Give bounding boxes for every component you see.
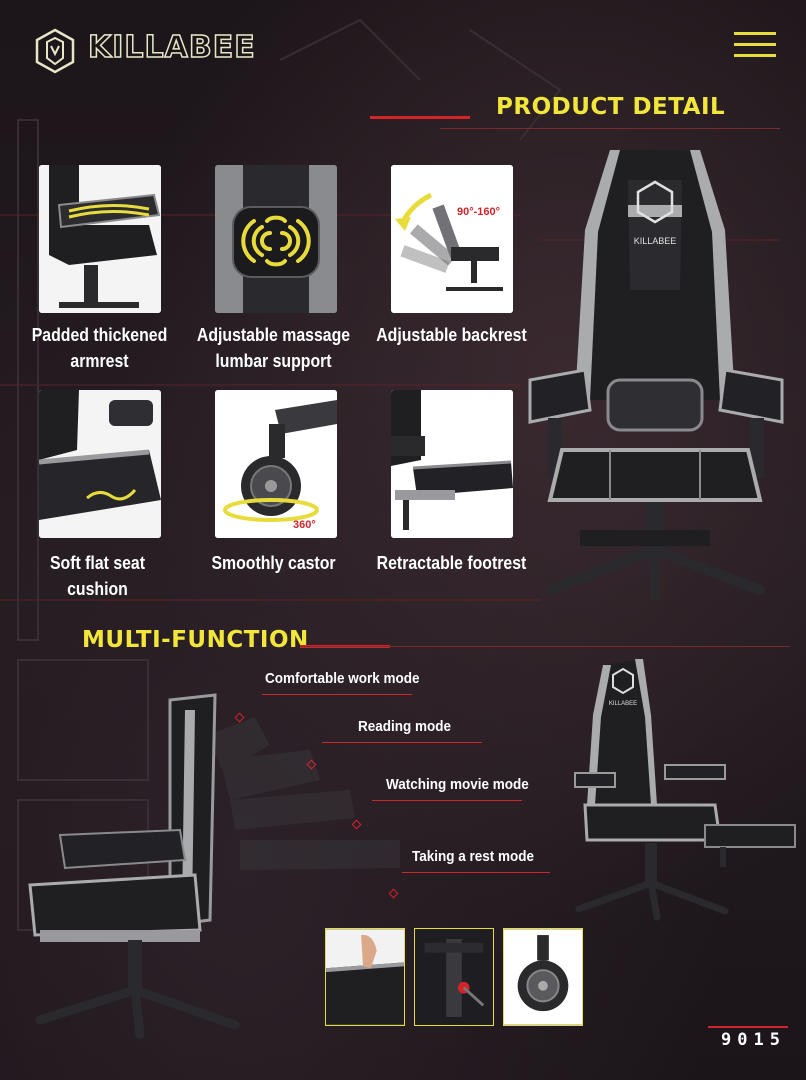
reclining-chair-image bbox=[28, 693, 400, 1040]
title-underline bbox=[440, 128, 780, 129]
thumbnail-seat-press bbox=[325, 928, 405, 1026]
title-underline bbox=[300, 646, 790, 647]
brand-name: KILLABEE bbox=[87, 29, 256, 66]
feature-caption-line: Soft flat seat cushion bbox=[49, 553, 146, 599]
feature-image-footrest bbox=[391, 390, 513, 538]
feature-caption-line: armrest bbox=[70, 351, 129, 371]
feature-caption-line: Adjustable backrest bbox=[376, 325, 527, 345]
mode-label-work: Comfortable work mode bbox=[265, 670, 420, 687]
castor-rotation-label: 360° bbox=[293, 519, 316, 531]
feature-image-armrest bbox=[39, 165, 161, 313]
multi-function-title: MULTI-FUNCTION bbox=[82, 627, 309, 653]
feature-caption-backrest: Adjustable backrest bbox=[375, 322, 529, 348]
hamburger-menu-icon[interactable] bbox=[734, 32, 776, 62]
footrest-chair-image: KILLABEE bbox=[574, 659, 796, 921]
feature-image-lumbar bbox=[215, 165, 337, 313]
feature-image-backrest: 90°-160° bbox=[391, 165, 513, 313]
mode-line bbox=[262, 694, 412, 695]
brand-logo-icon bbox=[34, 28, 76, 74]
mode-label-reading: Reading mode bbox=[358, 718, 452, 735]
backrest-angle-label: 90°-160° bbox=[457, 206, 500, 218]
feature-caption-line: Retractable footrest bbox=[376, 553, 527, 573]
feature-caption-castor: Smoothly castor bbox=[197, 550, 351, 576]
feature-image-seat-cushion bbox=[39, 390, 161, 538]
feature-caption-lumbar: Adjustable massage lumbar support bbox=[197, 322, 351, 374]
feature-caption-line: lumbar support bbox=[215, 351, 332, 371]
mode-line bbox=[372, 800, 522, 801]
feature-caption-line: Padded thickened bbox=[31, 325, 168, 345]
title-accent-line bbox=[370, 116, 470, 119]
feature-caption-armrest: Padded thickened armrest bbox=[23, 322, 177, 374]
mode-line bbox=[402, 872, 550, 873]
feature-caption-footrest: Retractable footrest bbox=[375, 550, 529, 576]
thumbnail-caster-wheel bbox=[503, 928, 583, 1026]
mode-label-rest: Taking a rest mode bbox=[412, 848, 535, 865]
feature-caption-seat: Soft flat seat cushion bbox=[21, 550, 175, 602]
mode-label-movie: Watching movie mode bbox=[386, 776, 529, 793]
hero-chair-image: KILLABEE bbox=[528, 150, 784, 600]
model-number: 9015 bbox=[721, 1030, 786, 1050]
model-accent-line bbox=[708, 1026, 788, 1028]
product-detail-title: PRODUCT DETAIL bbox=[496, 94, 726, 120]
hero-chair-badge: KILLABEE bbox=[634, 236, 677, 246]
feature-caption-line: Smoothly castor bbox=[211, 553, 336, 573]
mode-line bbox=[322, 742, 482, 743]
feature-image-castor: 360° bbox=[215, 390, 337, 538]
feature-caption-line: Adjustable massage bbox=[196, 325, 351, 345]
footrest-chair-badge: KILLABEE bbox=[609, 701, 637, 707]
thumbnail-gas-lift bbox=[414, 928, 494, 1026]
